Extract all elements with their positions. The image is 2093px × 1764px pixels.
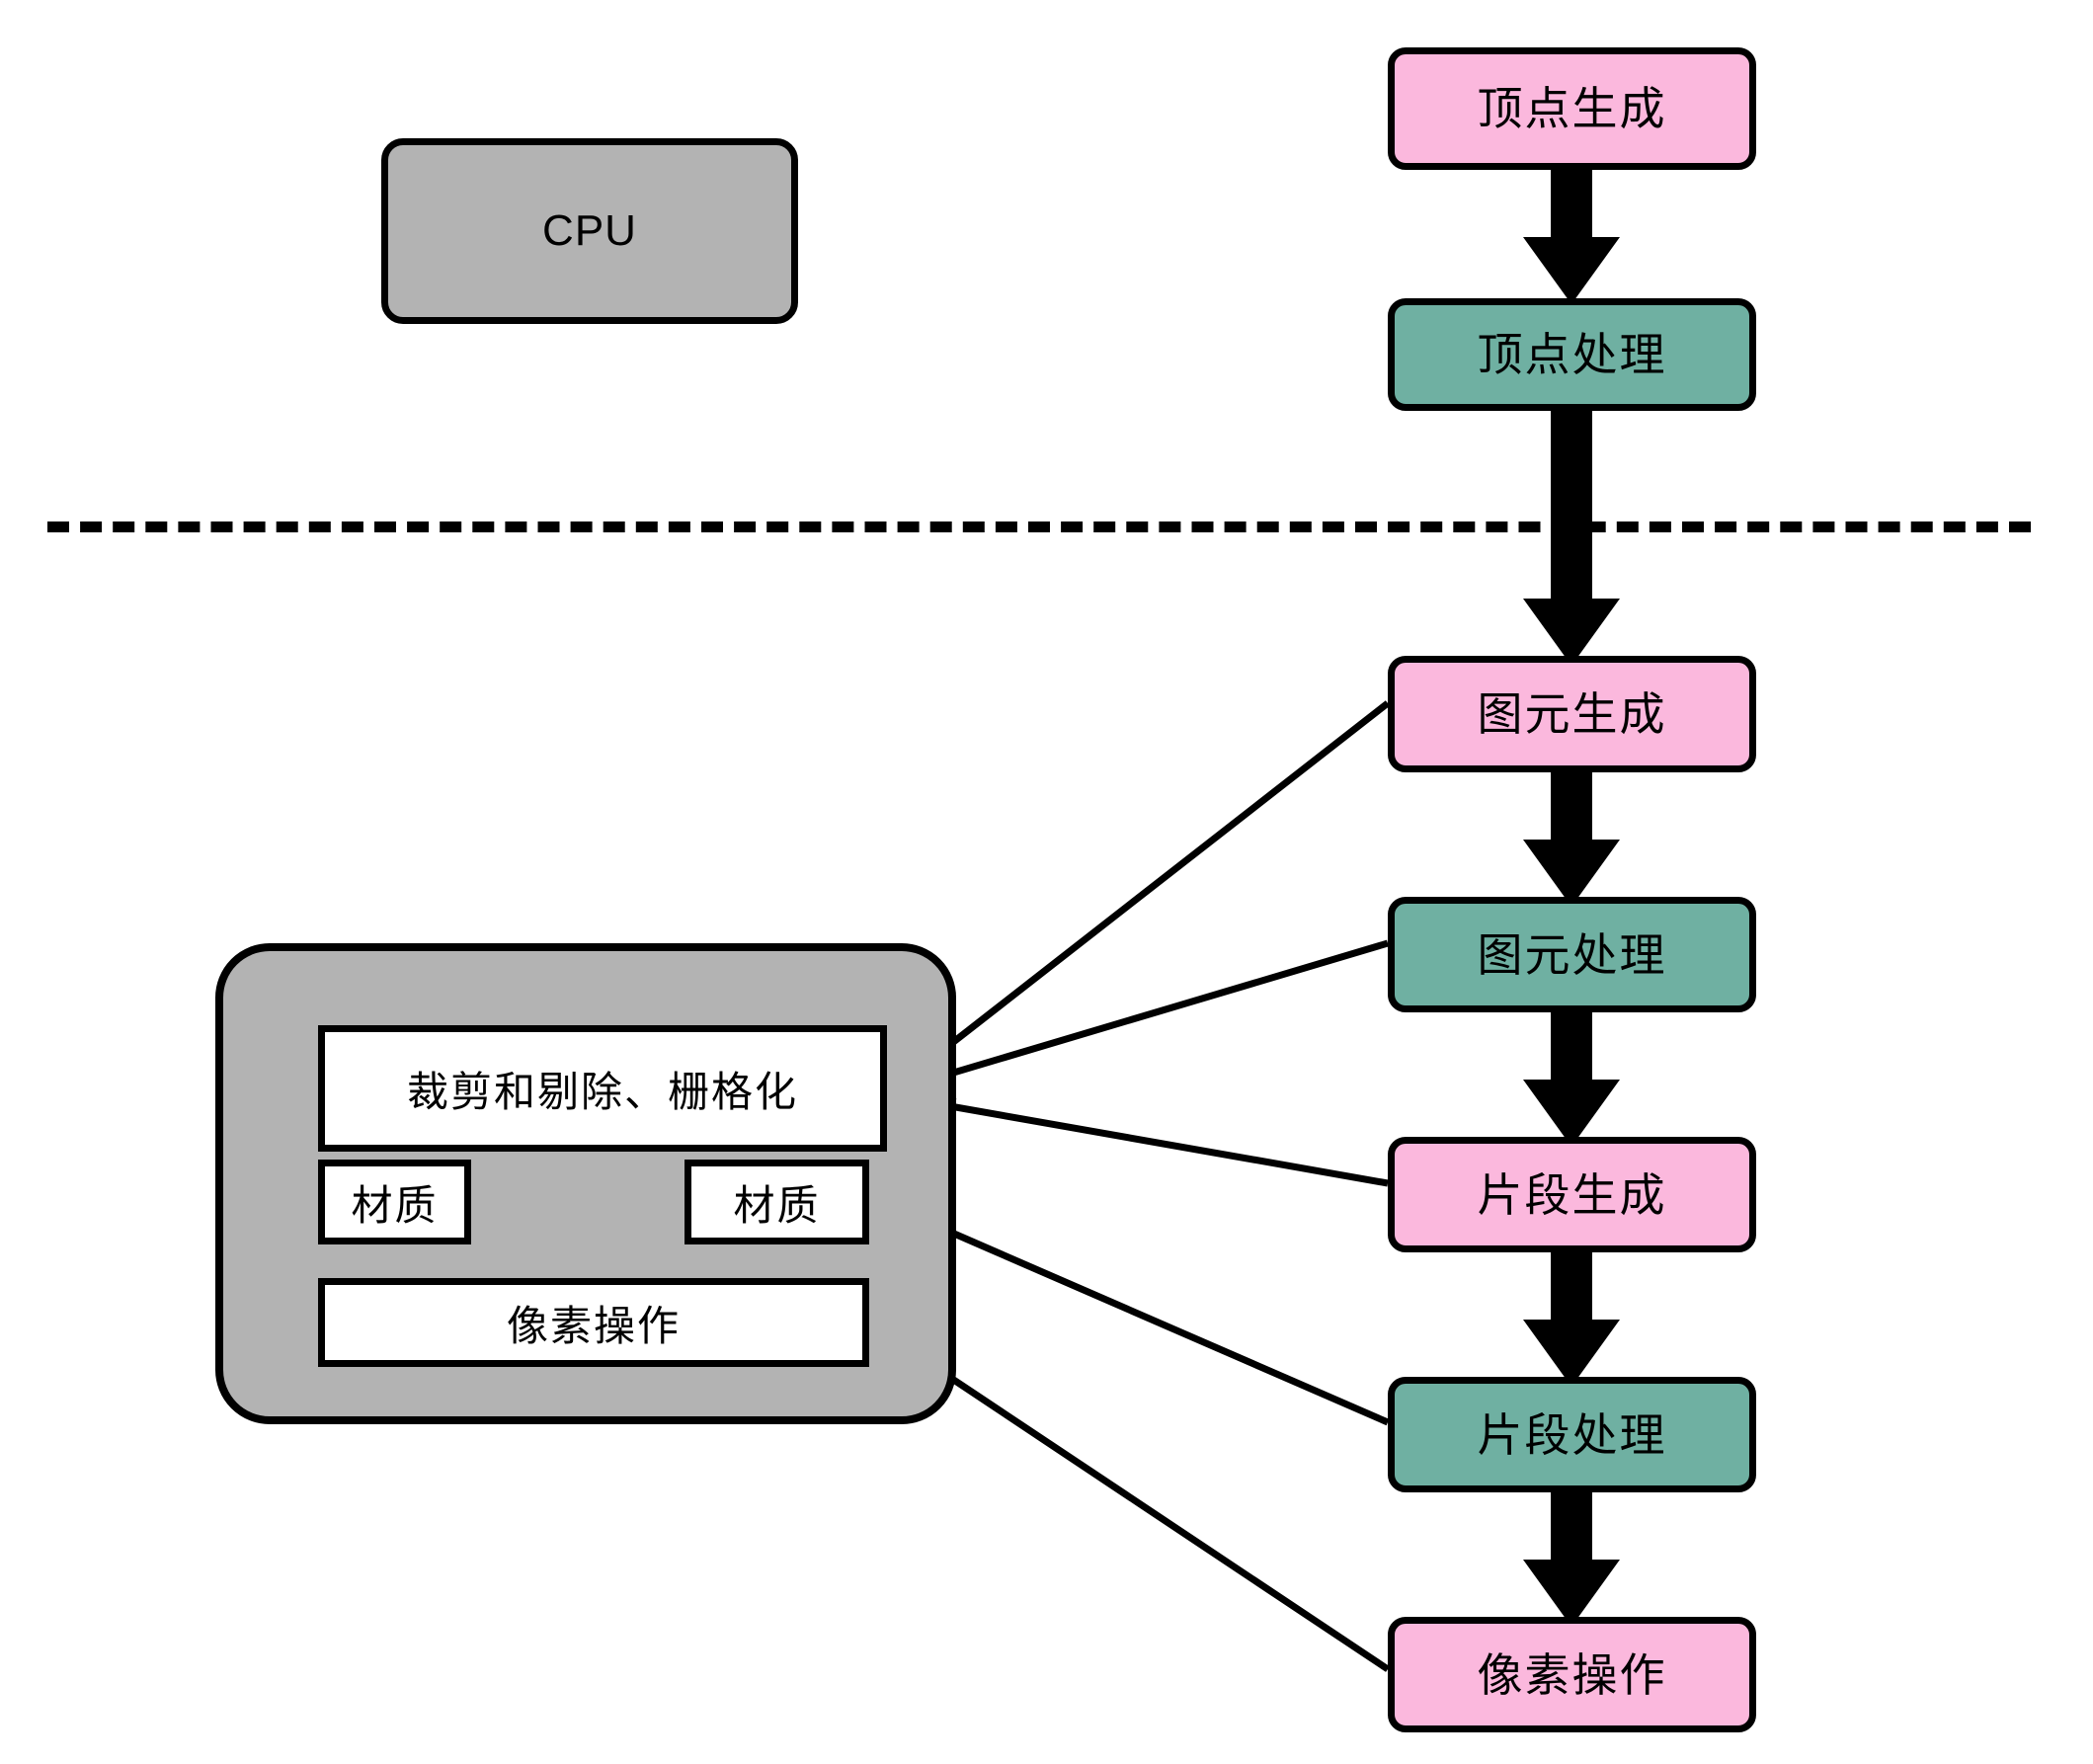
stage-vertex-process[interactable]: 顶点处理: [1388, 298, 1756, 411]
mapping-arrow-fragment-generate-to-raster: [889, 1080, 1389, 1187]
stage-primitive-process-label: 图元处理: [1477, 928, 1667, 981]
gpu-unit-pixel-ops[interactable]: 像素操作: [318, 1278, 869, 1367]
stage-vertex-generate-label: 顶点生成: [1477, 83, 1667, 134]
stage-primitive-generate[interactable]: 图元生成: [1388, 656, 1756, 772]
cpu-block[interactable]: CPU: [381, 138, 798, 324]
flow-arrow-fragment-process-to-pixel-operation: [1523, 1492, 1620, 1627]
stage-fragment-process[interactable]: 片段处理: [1388, 1377, 1756, 1492]
gpu-unit-texture-right-label: 材质: [733, 1181, 821, 1229]
mapping-arrow-primitive-process-to-raster: [889, 939, 1389, 1100]
flow-arrow-vertex-process-to-primitive-generate: [1523, 411, 1620, 666]
flow-arrow-primitive-generate-to-primitive-process: [1523, 772, 1620, 907]
cpu-gpu-boundary-line: [47, 521, 2031, 532]
gpu-unit-pixel-ops-label: 像素操作: [506, 1302, 681, 1349]
flow-arrow-primitive-process-to-fragment-generate: [1523, 1012, 1620, 1147]
gpu-unit-texture-left-label: 材质: [351, 1181, 439, 1229]
mapping-arrow-primitive-generate-to-raster: [890, 700, 1391, 1091]
stage-vertex-process-label: 顶点处理: [1477, 329, 1667, 380]
gpu-unit-texture-left[interactable]: 材质: [318, 1160, 471, 1244]
stage-pixel-operation-label: 像素操作: [1477, 1648, 1667, 1701]
stage-fragment-generate[interactable]: 片段生成: [1388, 1137, 1756, 1252]
mapping-arrow-pixel-operation-to-pixel-ops: [877, 1328, 1390, 1672]
stage-fragment-generate-label: 片段生成: [1477, 1168, 1667, 1221]
gpu-unit-raster[interactable]: 裁剪和剔除、栅格化: [318, 1025, 887, 1152]
stage-fragment-process-label: 片段处理: [1477, 1408, 1667, 1461]
gpu-unit-raster-label: 裁剪和剔除、栅格化: [406, 1068, 798, 1115]
gpu-unit-texture-right[interactable]: 材质: [684, 1160, 869, 1244]
flow-arrow-fragment-generate-to-fragment-process: [1523, 1252, 1620, 1387]
mapping-arrow-fragment-process-to-texture-right: [874, 1197, 1390, 1426]
stage-pixel-operation[interactable]: 像素操作: [1388, 1617, 1756, 1732]
flow-arrow-vertex-generate-to-vertex-process: [1523, 170, 1620, 304]
stage-primitive-process[interactable]: 图元处理: [1388, 897, 1756, 1012]
stage-vertex-generate[interactable]: 顶点生成: [1388, 47, 1756, 170]
cpu-label: CPU: [542, 206, 637, 255]
stage-primitive-generate-label: 图元生成: [1477, 688, 1667, 740]
